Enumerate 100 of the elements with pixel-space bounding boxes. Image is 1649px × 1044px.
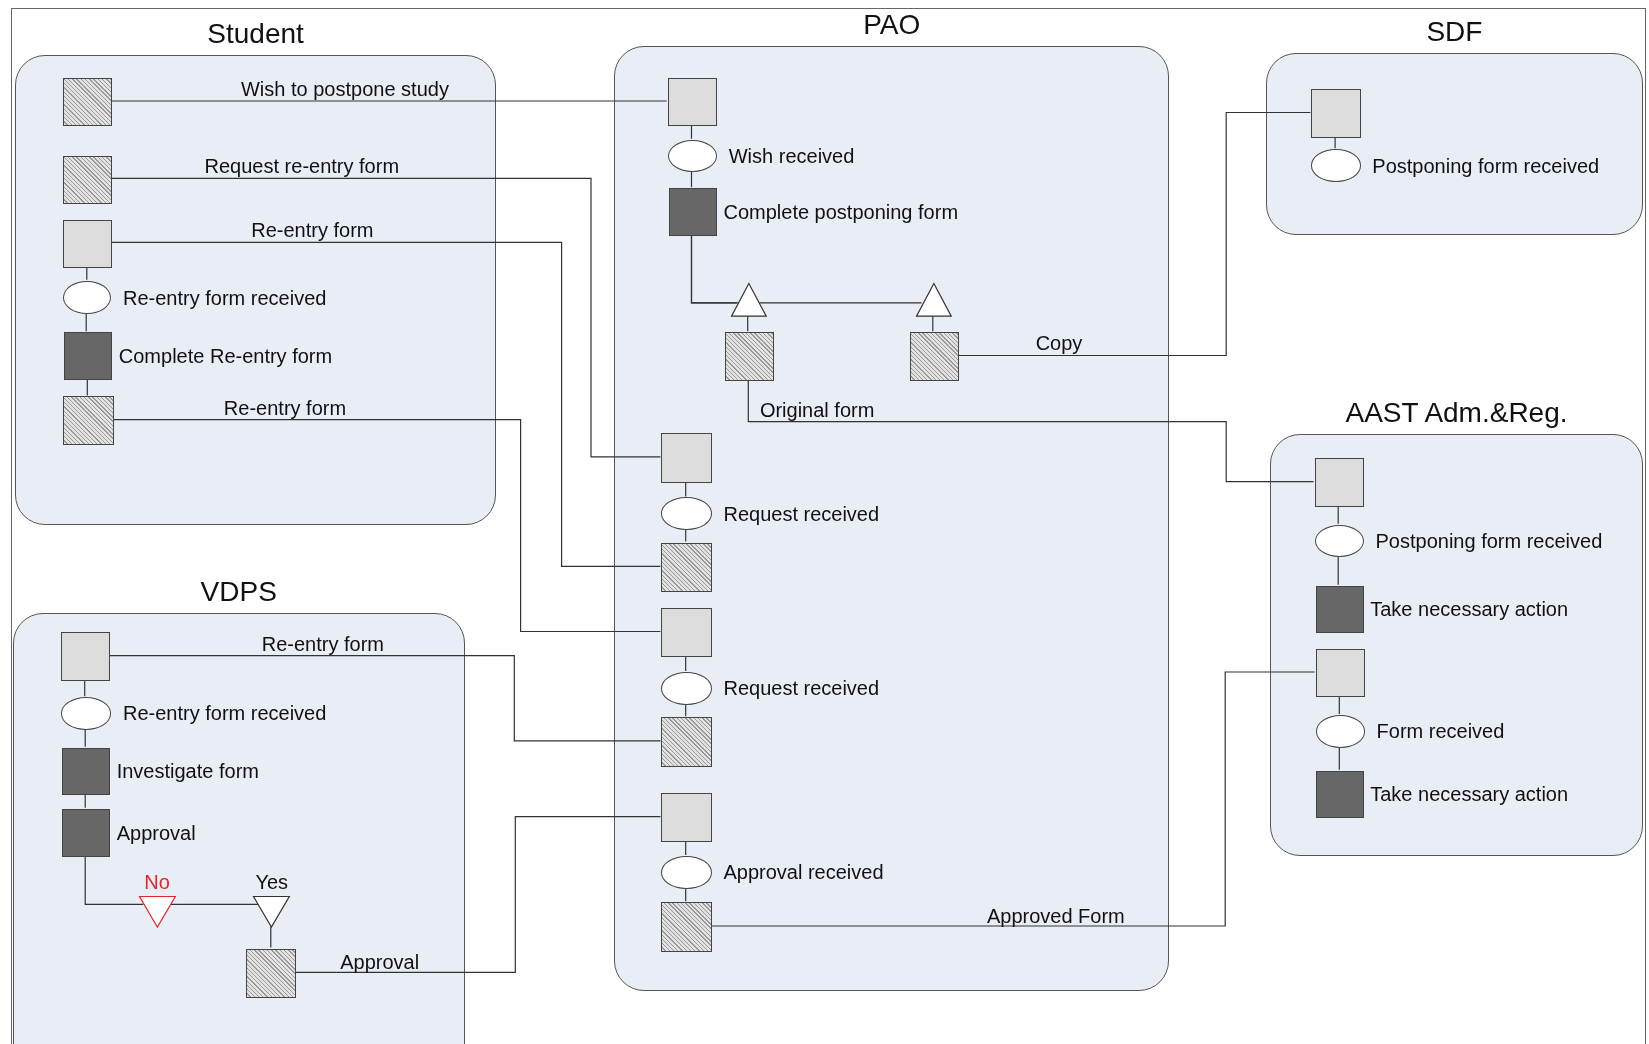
event-oval xyxy=(1315,715,1365,748)
connector-line xyxy=(294,816,661,973)
connector-line xyxy=(690,233,923,304)
step-label: Form received xyxy=(1376,719,1505,743)
connector-line xyxy=(1337,555,1339,586)
connector-line xyxy=(690,124,693,140)
event-oval xyxy=(661,497,712,530)
step-label: Approval xyxy=(116,821,196,845)
edge-label: Approval xyxy=(340,951,420,974)
step-label: Complete Re-entry form xyxy=(118,344,333,368)
activity-box xyxy=(62,747,111,795)
step-label: Take necessary action xyxy=(1370,782,1569,806)
lane-title: Student xyxy=(207,17,304,50)
connector-line xyxy=(747,314,749,332)
receive-box xyxy=(1315,648,1365,698)
edge-label: Re-entry form xyxy=(261,632,384,655)
connector-line xyxy=(84,793,86,809)
connector-line xyxy=(110,100,668,102)
send-box xyxy=(246,948,297,998)
receive-box xyxy=(661,792,712,843)
step-label: Take necessary action xyxy=(1370,597,1569,621)
edge-label: Re-entry form xyxy=(251,219,374,242)
connector-line xyxy=(685,887,687,902)
activity-box xyxy=(64,332,113,380)
edge-label: Re-entry form xyxy=(223,397,347,420)
receive-box xyxy=(661,433,712,483)
gateway-triangle xyxy=(915,282,952,317)
gateway-triangle xyxy=(138,895,176,928)
receive-box xyxy=(63,219,113,269)
connector-line xyxy=(685,528,687,543)
event-oval xyxy=(63,280,112,315)
lane-title: AAST Adm.&Reg. xyxy=(1345,397,1568,430)
edge-label: Original form xyxy=(759,399,875,422)
step-label: Request received xyxy=(723,676,880,700)
connector-line xyxy=(1334,136,1336,149)
step-label: Postponing form received xyxy=(1372,154,1600,178)
event-oval xyxy=(60,697,112,730)
connector-line xyxy=(932,314,934,332)
event-oval xyxy=(1314,524,1364,558)
connector-line xyxy=(685,840,687,856)
edge-label: Request re-entry form xyxy=(204,155,400,178)
branch-label: Yes xyxy=(255,870,289,894)
receive-box xyxy=(60,632,111,682)
connector-line xyxy=(957,111,1311,357)
lane-title: PAO xyxy=(863,9,921,42)
send-box xyxy=(661,542,712,592)
connector-line xyxy=(270,925,272,949)
step-label: Investigate form xyxy=(116,759,259,783)
event-oval xyxy=(661,856,712,889)
connector-line xyxy=(1338,746,1340,771)
step-label: Re-entry form received xyxy=(122,702,327,725)
connector-line xyxy=(747,379,1315,483)
step-label: Re-entry form received xyxy=(123,286,327,310)
connector-line xyxy=(685,655,687,672)
receive-box xyxy=(667,77,718,127)
connector-line xyxy=(86,266,88,281)
edge-label: Approved Form xyxy=(986,905,1125,927)
connector-line xyxy=(84,679,86,697)
connector-line xyxy=(84,728,86,748)
connector-line xyxy=(685,703,687,717)
connector-line xyxy=(685,481,687,497)
send-box xyxy=(63,155,113,204)
receive-box xyxy=(661,607,712,658)
branch-label: No xyxy=(144,870,170,894)
step-label: Approval received xyxy=(723,860,884,884)
connector-line xyxy=(1338,695,1340,715)
step-label: Request received xyxy=(723,502,880,526)
send-box xyxy=(724,332,774,381)
lane-title: VDPS xyxy=(200,576,277,609)
send-box xyxy=(909,332,960,381)
step-label: Wish received xyxy=(728,144,855,168)
edge-label: Copy xyxy=(1035,331,1083,354)
activity-box xyxy=(1315,585,1364,633)
send-box xyxy=(63,77,113,127)
activity-box xyxy=(668,188,718,236)
connector-line xyxy=(86,378,88,396)
connector-line xyxy=(85,312,87,332)
connector-line xyxy=(690,170,693,188)
edge-label: Wish to postpone study xyxy=(241,78,449,101)
activity-box xyxy=(1315,770,1364,819)
connector-line xyxy=(110,177,661,458)
lane-title: SDF xyxy=(1426,15,1483,48)
connector-line xyxy=(84,855,144,905)
gateway-triangle xyxy=(730,282,767,317)
connector-line xyxy=(168,903,259,905)
step-label: Postponing form received xyxy=(1375,529,1603,553)
connector-line xyxy=(110,241,661,567)
connector-line xyxy=(111,419,661,633)
connector-line xyxy=(710,671,1316,927)
send-box xyxy=(661,717,712,767)
activity-box xyxy=(62,808,111,858)
event-oval xyxy=(1311,149,1361,182)
receive-box xyxy=(1311,89,1361,138)
connector-line xyxy=(108,655,661,742)
connector-line xyxy=(1337,505,1339,525)
send-box xyxy=(63,396,114,445)
send-box xyxy=(661,902,712,952)
gateway-triangle xyxy=(253,895,291,928)
event-oval xyxy=(661,671,712,705)
receive-box xyxy=(1314,458,1364,507)
